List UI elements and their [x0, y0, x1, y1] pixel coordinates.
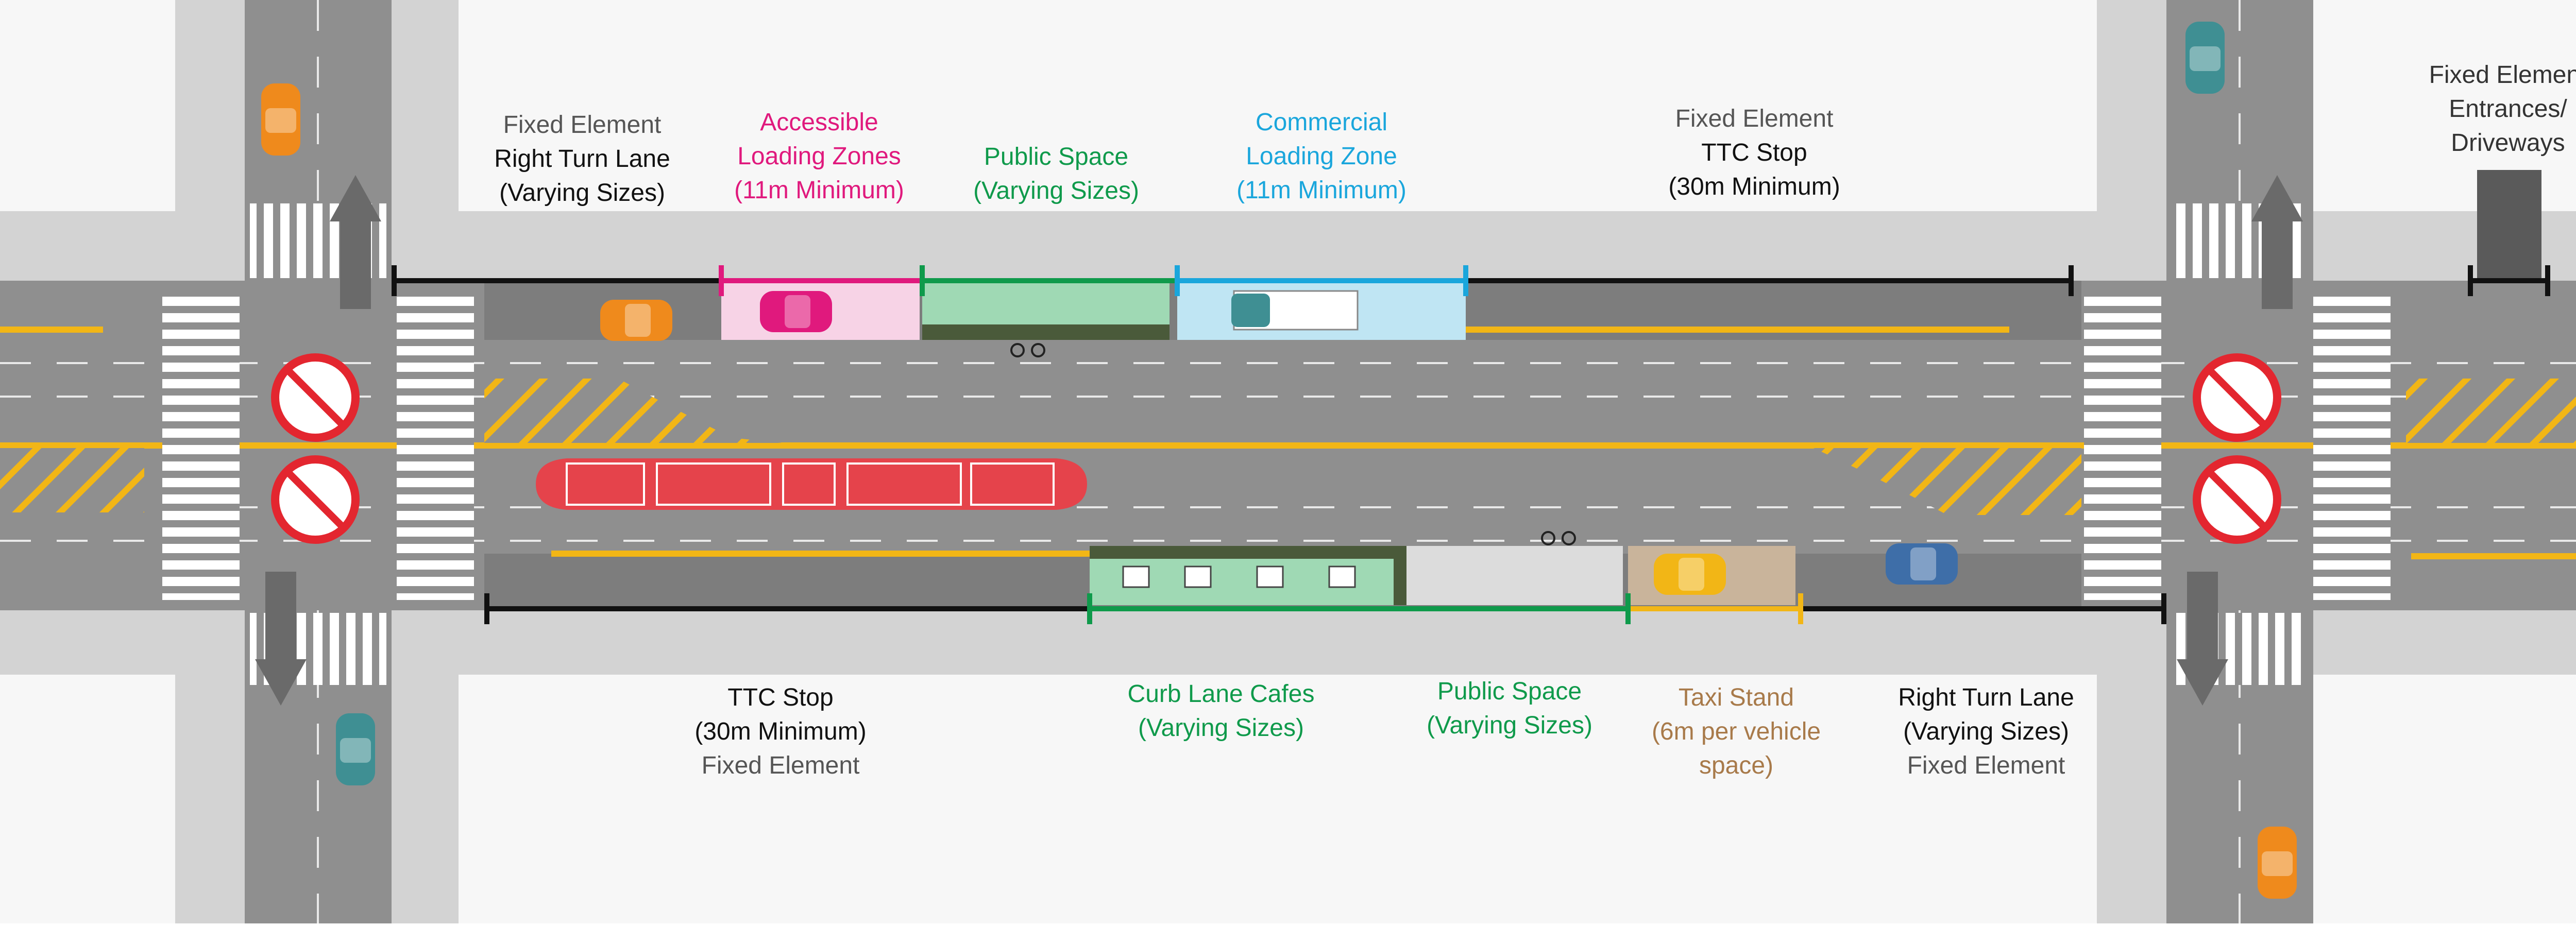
- label-bottom-taxi-stand: Taxi Stand (6m per vehicle space): [1652, 681, 1821, 783]
- right-turn-arrow-icon: [265, 216, 2293, 664]
- label-line: Commercial: [1255, 109, 1388, 136]
- label-line: TTC Stop: [727, 684, 834, 711]
- no-left-turn-icon: [271, 353, 2281, 442]
- label-line: Accessible: [760, 109, 878, 136]
- label-line: Public Space: [1437, 678, 1582, 705]
- label-line: (Varying Sizes): [1903, 718, 2069, 745]
- label-line: Loading Zone: [1246, 143, 1397, 170]
- label-line: Fixed Element: [2429, 61, 2576, 89]
- label-line: (Varying Sizes): [1138, 714, 1304, 742]
- label-line: Driveways: [2451, 129, 2565, 157]
- label-line: Curb Lane Cafes: [1127, 680, 1315, 708]
- hatch-island-west: [0, 448, 144, 512]
- turn-arrowheads: [255, 175, 2303, 706]
- label-line: Right Turn Lane: [1898, 684, 2074, 711]
- dimension-ticks-bottom: [484, 593, 2166, 624]
- label-line: (6m per vehicle: [1651, 718, 1821, 745]
- label-line: (11m Minimum): [734, 177, 904, 204]
- label-bottom-public-space: Public Space (Varying Sizes): [1427, 675, 1592, 743]
- label-top-public-space: Public Space (Varying Sizes): [973, 140, 1139, 208]
- label-line: (30m Minimum): [1668, 173, 1840, 200]
- label-line: Public Space: [984, 143, 1129, 170]
- streetcar-icon: [536, 458, 1087, 510]
- driveway: [2477, 170, 2541, 281]
- label-line: Fixed Element: [503, 111, 662, 139]
- label-line: Loading Zones: [737, 143, 901, 170]
- dimension-ticks-top: [392, 265, 2550, 296]
- delivery-truck-icon: [1231, 290, 1359, 331]
- label-line: (11m Minimum): [1236, 177, 1406, 204]
- label-line: Fixed Element: [1907, 752, 2065, 779]
- label-line: Fixed Element: [1675, 105, 1834, 132]
- label-line: Taxi Stand: [1678, 684, 1794, 711]
- hatch-island-center: [484, 379, 783, 443]
- label-line: Fixed Element: [701, 752, 860, 779]
- label-top-driveways: Fixed Element Entrances/ Driveways: [2429, 58, 2576, 160]
- label-bottom-ttc-stop: TTC Stop (30m Minimum) Fixed Element: [694, 681, 866, 783]
- label-top-commercial-loading: Commercial Loading Zone (11m Minimum): [1236, 106, 1406, 208]
- hatch-island-far-east: [2406, 379, 2576, 443]
- label-line: TTC Stop: [1701, 139, 1807, 166]
- label-top-ttc-stop: Fixed Element TTC Stop (30m Minimum): [1668, 102, 1840, 204]
- label-line: Right Turn Lane: [494, 145, 670, 173]
- label-line: (30m Minimum): [694, 718, 867, 745]
- taxi-icon: [1654, 554, 1726, 595]
- label-bottom-right-turn-lane: Right Turn Lane (Varying Sizes) Fixed El…: [1898, 681, 2074, 783]
- label-top-accessible-loading: Accessible Loading Zones (11m Minimum): [734, 106, 904, 208]
- hatch-island-east: [1814, 448, 2081, 515]
- bicycle-icon: [1010, 343, 1576, 545]
- label-line: (Varying Sizes): [499, 179, 665, 207]
- no-right-turn-icon: [271, 455, 2281, 544]
- public-space-south: [1406, 546, 1623, 605]
- cafe-tables: [1122, 565, 1356, 588]
- label-bottom-curb-lane-cafes: Curb Lane Cafes (Varying Sizes): [1128, 677, 1315, 745]
- label-line: (Varying Sizes): [1427, 712, 1592, 739]
- label-top-right-turn-lane: Fixed Element Right Turn Lane (Varying S…: [494, 108, 670, 210]
- label-line: space): [1699, 752, 1774, 779]
- label-line: (Varying Sizes): [973, 177, 1139, 204]
- planters: [922, 324, 1406, 605]
- label-line: Entrances/: [2449, 95, 2567, 123]
